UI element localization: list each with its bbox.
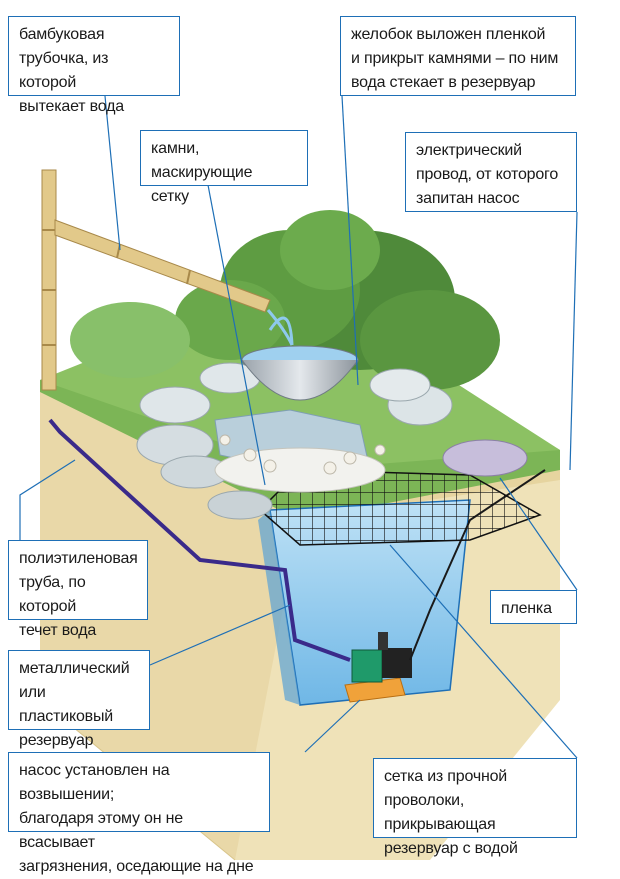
film-label: пленка [490, 590, 577, 624]
pump-label: насос установлен на возвышении; благодар… [8, 752, 270, 875]
fountain-bowl [241, 316, 359, 401]
mesh-label: сетка из прочной проволоки, прикрывающая… [373, 758, 577, 857]
stones-label: камни, маскирующие сетку [140, 130, 308, 205]
electric-cable [409, 469, 546, 661]
pump [344, 632, 412, 703]
water-pipe [48, 418, 351, 662]
bamboo-label: бамбуковая трубочка, из которой вытекает… [8, 16, 180, 115]
reservoir [258, 499, 471, 706]
tank-label: металлический или пластиковый резервуар [8, 650, 150, 749]
bamboo-pipe [41, 169, 294, 391]
wire-label: электрический провод, от которого запита… [405, 132, 577, 212]
pipe-label: полиэтиленовая труба, по которой течет в… [8, 540, 148, 639]
callout-lines [19, 95, 578, 759]
gutter-label: желобок выложен пленкой и прикрыт камням… [340, 16, 576, 96]
